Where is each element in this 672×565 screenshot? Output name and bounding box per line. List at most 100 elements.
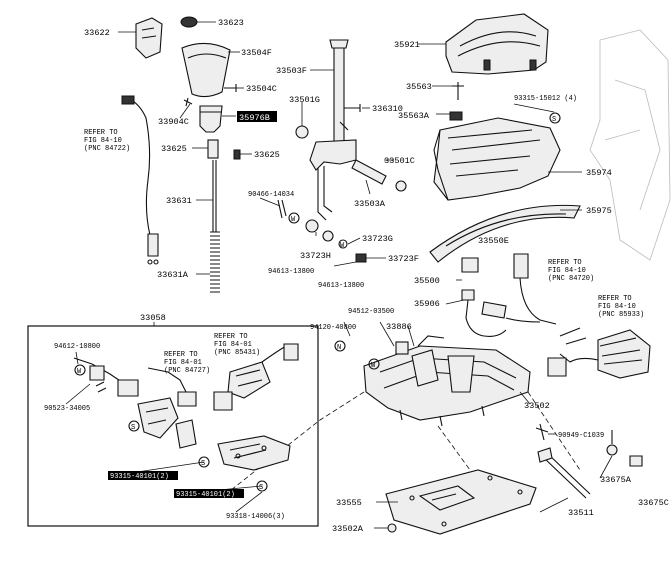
symbol-s-1: S: [552, 116, 556, 124]
label-33504C: 33504C: [246, 84, 277, 94]
label-94613: 94613-13800: [268, 268, 314, 276]
selector-switch-part: [137, 397, 179, 439]
symbol-n: N: [337, 344, 341, 352]
label-90949: 90949-C1039: [558, 432, 604, 440]
label-93315b: 93315-40101(2): [110, 473, 169, 481]
refer-line: REFER TO: [84, 129, 118, 137]
refer-line: (PNC 84720): [548, 275, 594, 283]
shift-lever-group: [277, 39, 407, 263]
slide-plate-part: [429, 204, 581, 263]
label-33723G: 33723G: [362, 234, 393, 244]
refer-notes: REFER TO FIG 84-10 (PNC 84722) REFER TO …: [84, 129, 644, 375]
top-cover-part: [445, 13, 549, 75]
label-33550E: 33550E: [478, 236, 509, 246]
lock-collar-part: [199, 105, 223, 133]
label-33723H: 33723H: [300, 251, 331, 261]
pin-part: [233, 149, 241, 160]
refer-note-85933: REFER TO FIG 84-10 (PNC 85933): [598, 295, 644, 319]
leader-lines: [65, 21, 613, 529]
symbol-w-3: W: [371, 362, 376, 370]
shift-knob-part: [181, 42, 231, 98]
label-33058: 33058: [140, 313, 166, 323]
label-33503F: 33503F: [276, 66, 307, 76]
label-33555: 33555: [336, 498, 362, 508]
label-33904C: 33904C: [158, 117, 189, 127]
refer-line: REFER TO: [548, 259, 582, 267]
label-35974: 35974: [586, 168, 612, 178]
refer-line: (PNC 85933): [598, 311, 644, 319]
refer-line: FIG 84-10: [548, 267, 586, 275]
symbol-w-1: W: [291, 216, 296, 224]
label-90466: 90466-14034: [248, 191, 294, 199]
label-35975: 35975: [586, 206, 612, 216]
label-33623: 33623: [218, 18, 244, 28]
sub-assembly-frame: [27, 325, 319, 527]
refer-line: FIG 84-01: [164, 359, 202, 367]
label-33625-right: 33625: [254, 150, 280, 160]
shift-lever-part: [333, 43, 345, 155]
clip-part: [180, 16, 198, 28]
label-93315c-bg: [174, 489, 244, 498]
refer-line: (PNC 85431): [214, 349, 260, 357]
label-33723F: 33723F: [388, 254, 419, 264]
label-33504F: 33504F: [241, 48, 272, 58]
label-94120: 94120-40800: [310, 324, 356, 332]
label-35976-bg: [237, 111, 277, 122]
symbol-w-2: W: [340, 242, 345, 250]
lever-pipe-part: [351, 159, 387, 185]
refer-note-84720: REFER TO FIG 84-10 (PNC 84720): [548, 259, 594, 283]
label-35976: 35976B: [239, 113, 270, 123]
shift-base-part: [363, 345, 531, 421]
refer-note-84727: REFER TO FIG 84-01 (PNC 84727): [164, 351, 210, 375]
cover-plate-part: [385, 469, 537, 535]
symbol-w-4: W: [77, 368, 82, 376]
part-labels: 33622 33623 33504F 33504C 33904C 35976B …: [44, 18, 669, 534]
label-93315c: 93315-40101(2): [176, 491, 235, 499]
label-33502: 33502: [524, 401, 550, 411]
sub-assembly-group: [73, 343, 299, 492]
refer-note-84722: REFER TO FIG 84-10 (PNC 84722): [84, 129, 130, 153]
label-35921: 35921: [394, 40, 420, 50]
indicator-cover-group: [429, 13, 581, 337]
symbol-s-4: S: [259, 484, 263, 492]
label-33501G: 33501G: [289, 95, 320, 105]
label-33886: 33886: [386, 322, 412, 332]
label-35563: 35563: [406, 82, 432, 92]
background-engine-sketch: [589, 29, 671, 261]
label-33501C: 33501C: [384, 156, 415, 166]
label-90523: 90523-34005: [44, 405, 90, 413]
control-module-part: [597, 329, 651, 379]
refer-line: FIG 84-10: [598, 303, 636, 311]
label-93318: 93318-14006(3): [226, 513, 285, 521]
label-33511: 33511: [568, 508, 594, 518]
symbol-s-3: S: [201, 460, 205, 468]
symbol-s-2: S: [131, 424, 135, 432]
label-93315: 93315-15012 (4): [514, 95, 577, 103]
refer-line: (PNC 84722): [84, 145, 130, 153]
control-module-group: [547, 327, 651, 379]
label-33631D: 336310: [372, 104, 403, 114]
label-35906: 35906: [414, 299, 440, 309]
spring-part: [207, 139, 219, 159]
solenoid-part: [227, 361, 271, 399]
label-33675A: 33675A: [600, 475, 632, 485]
bush-h-part: [305, 219, 319, 233]
label-33502A: 33502A: [332, 524, 364, 534]
harness-cable-part: [127, 97, 155, 251]
button-cap-part: [135, 17, 163, 59]
refer-line: REFER TO: [598, 295, 632, 303]
label-33631: 33631: [166, 196, 192, 206]
label-33625-left: 33625: [161, 144, 187, 154]
label-33675C: 33675C: [638, 498, 669, 508]
label-33622: 33622: [84, 28, 110, 38]
label-35500: 35500: [414, 276, 440, 286]
refer-line: FIG 84-10: [84, 137, 122, 145]
bush-part: [295, 125, 309, 139]
refer-line: REFER TO: [214, 333, 248, 341]
refer-note-85431: REFER TO FIG 84-01 (PNC 85431): [214, 333, 260, 357]
refer-line: FIG 84-01: [214, 341, 252, 349]
label-35563A: 35563A: [398, 111, 430, 121]
label-33631A: 33631A: [157, 270, 189, 280]
